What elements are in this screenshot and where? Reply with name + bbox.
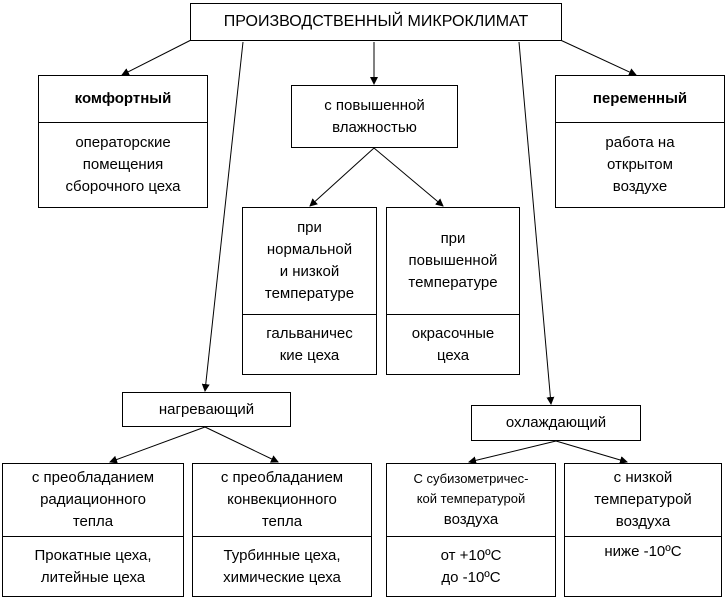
heating-convection-example: Турбинные цеха, химические цеха [193,536,371,596]
heating-node: нагревающий [122,392,291,427]
cooling-subiso-label-air: воздуха [443,511,499,528]
cooling-low-temp-label: с низкой температурой воздуха [594,469,692,530]
variable-label: переменный [592,90,688,107]
heating-radiation-label: с преобладанием радиационного тепла [31,469,155,530]
heating-label: нагревающий [158,400,255,418]
cooling-low-temp-example: ниже -10ºС [565,536,721,566]
heating-convection-label: с преобладанием конвекционного тепла [220,469,344,530]
arrow-to-comfort [121,37,196,76]
heating-convection-node: с преобладанием конвекционного тепла Тур… [192,463,372,597]
variable-example: работа на открытом воздухе [556,122,724,207]
humid-node: с повышенной влажностью [291,85,458,148]
arrow-to-humid-normal [309,147,375,207]
root-node: ПРОИЗВОДСТВЕННЫЙ МИКРОКЛИМАТ [190,3,562,41]
comfort-example: операторские помещения сборочного цеха [39,122,207,207]
humid-high-temp-example: окрасочные цеха [387,314,519,374]
cooling-low-temp-node: с низкой температурой воздуха ниже -10ºС [564,463,722,597]
humid-normal-temp-label: при нормальной и низкой температуре [264,219,355,302]
arrow-to-heating [201,41,244,392]
arrow-to-cooling [518,41,555,405]
root-title: ПРОИЗВОДСТВЕННЫЙ МИКРОКЛИМАТ [223,13,529,30]
comfort-label: комфортный [74,90,172,107]
arrow-to-cooling-low [555,440,628,464]
humid-high-temp-node: при повышенной температуре окрасочные це… [386,207,520,375]
cooling-subiso-label: С субизометричес- кой температурой [413,471,529,506]
arrow-to-heating-radiation [109,426,206,464]
arrow-to-heating-convection [204,426,279,463]
heating-radiation-node: с преобладанием радиационного тепла Прок… [2,463,184,597]
arrow-to-cooling-subiso [468,440,557,465]
cooling-subiso-example: от +10ºС до -10ºС [387,536,555,596]
cooling-subiso-label-block: С субизометричес- кой температурой возду… [387,464,555,536]
arrow-to-humid-high [373,147,444,207]
humid-high-temp-label: при повышенной температуре [408,230,498,291]
humid-normal-temp-node: при нормальной и низкой температуре галь… [242,207,377,375]
humid-label: с повышенной влажностью [324,96,425,136]
cooling-label: охлаждающий [505,414,607,431]
cooling-subiso-node: С субизометричес- кой температурой возду… [386,463,556,597]
variable-node: переменный работа на открытом воздухе [555,75,725,208]
humid-normal-temp-example: гальваничес кие цеха [243,314,376,374]
heating-radiation-example: Прокатные цеха, литейные цеха [3,536,183,596]
arrow-to-variable [555,37,637,76]
comfort-node: комфортный операторские помещения сбороч… [38,75,208,208]
cooling-node: охлаждающий [471,405,641,441]
